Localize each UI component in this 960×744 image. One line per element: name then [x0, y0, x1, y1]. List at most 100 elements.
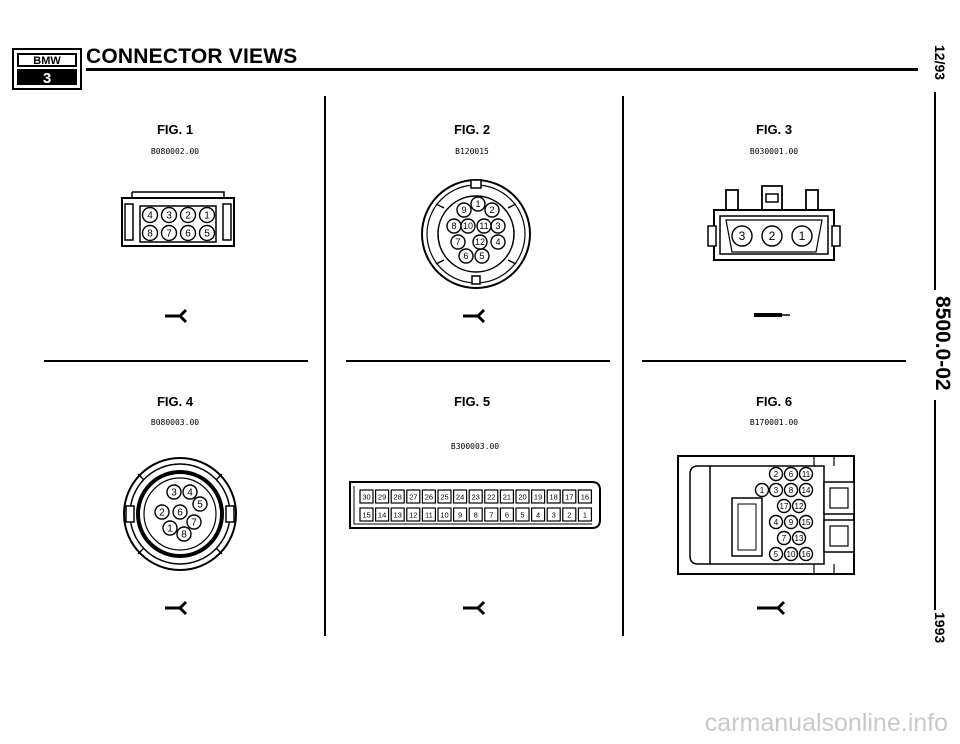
fig5-pin-13-box [390, 507, 405, 522]
fig6-pin-13-circle [791, 530, 807, 546]
fig5-pin-6-label: 6 [505, 511, 509, 520]
fig5-pin-17-box [562, 489, 577, 504]
fig5-label: FIG. 5 [453, 394, 491, 409]
fig1-pin-4-label: 4 [147, 211, 153, 222]
fig5-pin-8-label: 8 [474, 511, 478, 520]
fig5-pin-29-label: 29 [378, 493, 386, 502]
fig5-pin-18-label: 18 [550, 493, 558, 502]
fig5-pin-6-box [499, 507, 514, 522]
fig1-pin-2-circle [179, 206, 197, 224]
fig6-pin-12-circle [791, 498, 807, 514]
fig2-pin-10-label: 10 [463, 221, 473, 231]
fig5-pin-23-box [468, 489, 483, 504]
logo-bmw-text: BMW [33, 55, 61, 67]
fig5-pin-30-box [359, 489, 374, 504]
fig5-pin-26-box [421, 489, 437, 504]
fig5-pin-8-box [468, 507, 483, 522]
fig5-pin-29-box [375, 489, 390, 504]
fig4-pin-5-label: 5 [197, 500, 203, 511]
fig3-pin-2-circle [761, 225, 783, 247]
fig5-pin-25-label: 25 [440, 493, 448, 502]
fig5-pin-14-label: 14 [378, 511, 386, 520]
fig5-pin-16-box [577, 489, 592, 504]
fig2-pin-10-circle [460, 218, 476, 234]
fig6-pin-5-label: 5 [774, 550, 779, 559]
fig2-pin-11-circle [476, 218, 492, 234]
fig5-pin-11-box [421, 507, 437, 522]
column-divider-right [622, 96, 624, 636]
fig5-pin-3-label: 3 [552, 511, 556, 520]
row-divider-3 [642, 360, 906, 362]
fig2-code: B120015 [455, 147, 489, 156]
fig3-code: B030001.00 [749, 147, 799, 156]
fig5-pin-4-box [531, 507, 546, 522]
fig3-label: FIG. 3 [755, 122, 793, 137]
fig5-pin-22-box [484, 489, 499, 504]
fig4-pin-7-circle [186, 514, 202, 530]
fig5-pin-30-label: 30 [362, 493, 370, 502]
fig6-pin-6-circle [783, 466, 799, 482]
fig2-pin-1-label: 1 [475, 199, 480, 209]
fig6-pin-1-label: 1 [760, 486, 765, 495]
fig5-pin-13-label: 13 [394, 511, 402, 520]
fig1-pin-4-circle [141, 206, 159, 224]
fig6-pin-2-label: 2 [774, 470, 779, 479]
fig2-pin-8-label: 8 [451, 221, 456, 231]
fig6-pin-3-circle [768, 482, 784, 498]
fig5-pin-5-box [515, 507, 530, 522]
fig3-mating-symbol [754, 313, 790, 317]
fig2-pin-5-label: 5 [479, 251, 484, 261]
fig5-pin-1-label: 1 [583, 511, 587, 520]
fig5-pin-25-box [437, 489, 452, 504]
logo-model-text: 3 [43, 70, 51, 87]
fig6-pin-10-circle [783, 546, 799, 562]
fig5-pin-28-box [390, 489, 405, 504]
fig4-pin-8-label: 8 [181, 530, 187, 541]
fig5-mating-symbol [463, 600, 486, 616]
fig6-pin-15-label: 15 [802, 518, 811, 527]
fig5-pin-23-label: 23 [472, 493, 480, 502]
bmw-3-logo: BMW 3 [12, 48, 82, 90]
fig4-pin-6-label: 6 [177, 508, 183, 519]
title-rule [86, 68, 918, 71]
fig5-pin-2-box [562, 507, 577, 522]
fig6-label: FIG. 6 [755, 394, 793, 409]
fig3-pin-1-label: 1 [799, 229, 806, 243]
fig1-pin-1-label: 1 [204, 211, 210, 222]
fig4-pin-6-circle [172, 504, 188, 520]
fig1-pin-1-circle [198, 206, 216, 224]
fig5-pin-9-box [452, 507, 468, 522]
fig4-label: FIG. 4 [156, 394, 194, 409]
fig6-pin-12-label: 12 [795, 502, 804, 511]
fig1-label: FIG. 1 [156, 122, 194, 137]
fig1-pin-7-circle [160, 224, 178, 242]
fig5-pin-21-box [499, 489, 514, 504]
fig5-pin-24-label: 24 [456, 493, 464, 502]
fig2-pin-1-circle [470, 196, 486, 212]
fig1-pin-6-label: 6 [185, 229, 191, 240]
fig6-pin-4-circle [768, 514, 784, 530]
fig5-pin-12-label: 12 [409, 511, 417, 520]
fig6-pin-14-circle [798, 482, 814, 498]
fig5-pin-28-label: 28 [394, 493, 402, 502]
fig6-pin-2-circle [768, 466, 784, 482]
fig1-pin-5-circle [198, 224, 216, 242]
page-title: CONNECTOR VIEWS [86, 45, 298, 68]
fig6-pin-3-label: 3 [774, 486, 779, 495]
fig2-pin-6-circle [458, 248, 474, 264]
fig6-pin-17-label: 17 [780, 502, 789, 511]
fig2-pin-7-circle [450, 234, 466, 250]
fig5-pin-14-box [375, 507, 390, 522]
fig5-pin-10-label: 10 [440, 511, 448, 520]
fig1-pin-8-label: 8 [147, 229, 153, 240]
fig5-pin-12-box [406, 507, 421, 522]
fig5-pin-17-label: 17 [565, 493, 573, 502]
fig2-pin-12-label: 12 [475, 237, 485, 247]
fig6-pin-11-circle [798, 466, 814, 482]
fig2-pin-2-circle [484, 202, 500, 218]
fig5-pin-19-box [531, 489, 546, 504]
